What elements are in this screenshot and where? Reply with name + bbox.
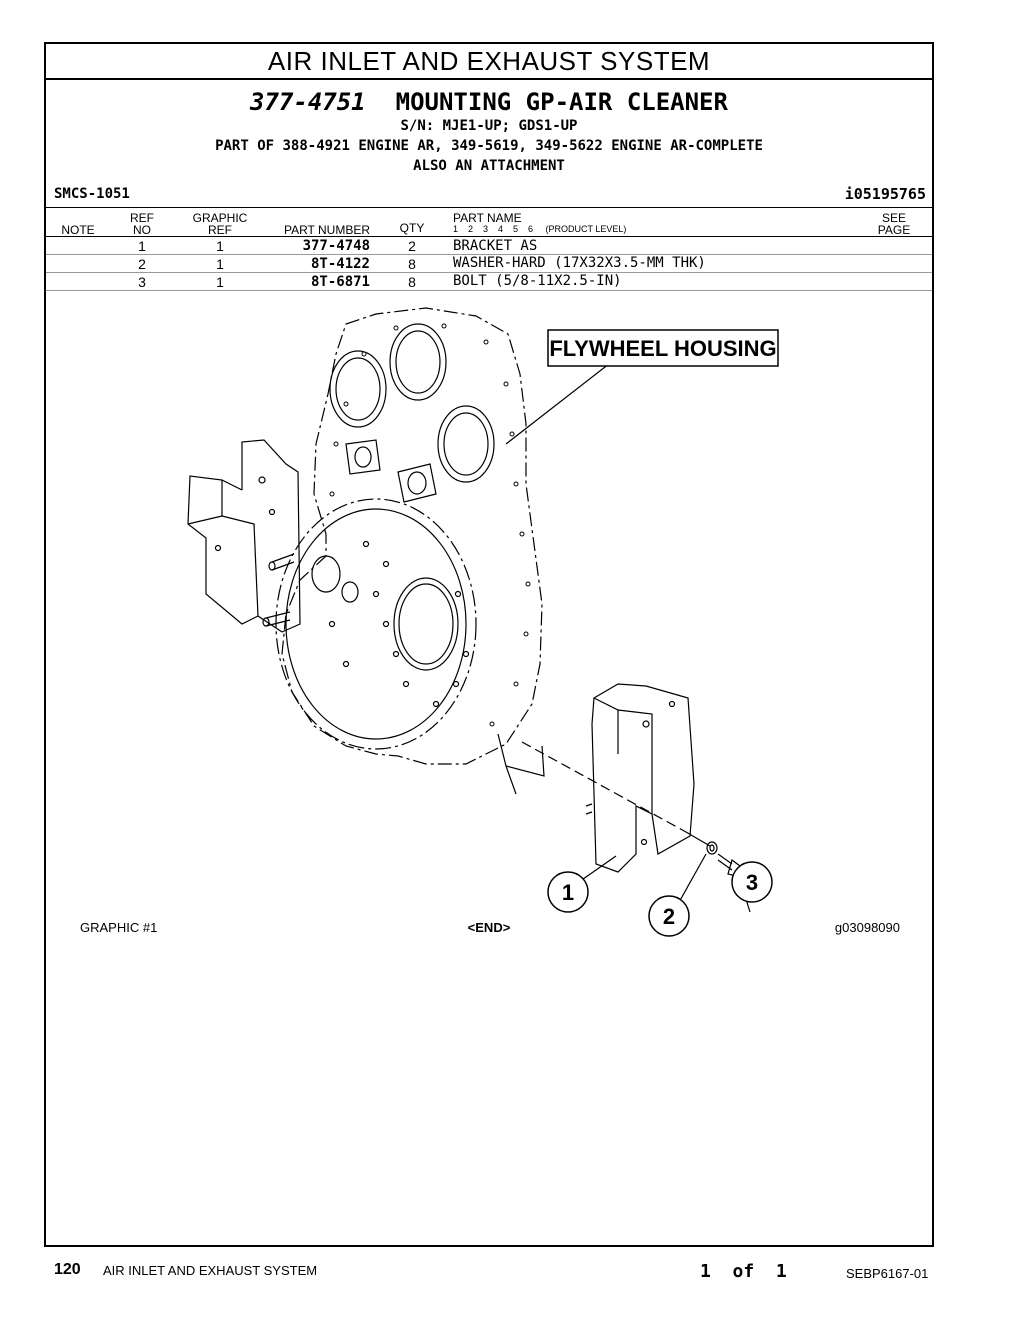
balloon-2: 2 [648,895,690,937]
assembly-line [521,741,687,833]
section-title: AIR INLET AND EXHAUST SYSTEM [46,44,932,80]
row1-qty: 2 [408,238,416,254]
col-see-bottom: PAGE [877,223,911,237]
row2-name: WASHER-HARD (17X32X3.5-MM THK) [453,255,706,271]
port-upper-right [389,323,447,401]
row2-rule [46,272,932,273]
col-qty: QTY [399,221,425,235]
port-upper-left [329,350,387,428]
col-part-number: PART NUMBER [283,223,370,237]
parts-diagram: FLYWHEEL HOUSING 1 2 [187,307,779,937]
flywheel-bore-ring [275,498,477,750]
header-rule [46,236,932,237]
end-marker: <END> [467,920,511,935]
group-name: MOUNTING GP-AIR CLEANER [395,88,728,116]
attachment-line: ALSO AN ATTACHMENT [413,158,565,174]
row2-part-number: 8T-4122 [310,256,370,272]
page-number: 120 [54,1261,81,1278]
port-right [437,405,495,483]
page-of: 1 of 1 [700,1261,787,1282]
illustration-id: i05195765 [844,185,926,203]
col-see-top: SEE [881,211,906,225]
col-see-page: SEE PAGE [872,212,916,236]
col-product-levels: 1 2 3 4 5 6 (PRODUCT LEVEL) [453,224,627,234]
row3-part-number: 8T-6871 [310,274,370,290]
graphic-label: GRAPHIC #1 [80,920,158,935]
page-frame: AIR INLET AND EXHAUST SYSTEM 377-4751 MOU… [44,42,934,1247]
row3-qty: 8 [408,274,416,290]
balloon-3-label: 3 [746,870,758,895]
row1-ref: 1 [138,238,146,254]
group-part-number: 377-4751 [250,88,366,116]
row2-graphic: 1 [216,256,224,272]
footer-section: AIR INLET AND EXHAUST SYSTEM [103,1263,318,1278]
right-bracket [591,683,695,873]
balloon-3: 3 [731,861,773,903]
row1-rule [46,254,932,255]
graphic-id: g03098090 [834,920,900,935]
balloon-1-label: 1 [562,880,574,905]
row3-graphic: 1 [216,274,224,290]
balloon-1: 1 [547,871,589,913]
row3-ref: 3 [138,274,146,290]
serial-range: S/N: MJE1-UP; GDS1-UP [400,118,578,134]
row3-name: BOLT (5/8-11X2.5-IN) [453,273,622,289]
flywheel-bore [393,577,459,671]
flywheel-housing-outline [281,307,543,765]
doc-number: SEBP6167-01 [846,1266,929,1281]
col-graphic-bottom: REF [208,223,232,237]
flywheel-housing-label: FLYWHEEL HOUSING [549,336,776,361]
row1-graphic: 1 [216,238,224,254]
col-part-name: PART NAME [453,211,522,225]
row1-part-number: 377-4748 [302,238,370,254]
row1-name: BRACKET AS [453,238,538,254]
row3-rule [46,290,932,291]
left-bracket [187,439,301,633]
table-top-rule [46,207,932,208]
washer [706,841,718,855]
part-of-line: PART OF 388-4921 ENGINE AR, 349-5619, 34… [215,138,763,154]
group-title: 377-4751 MOUNTING GP-AIR CLEANER [46,88,932,116]
row2-qty: 8 [408,256,416,272]
col-ref-bottom: NO [133,223,151,237]
col-ref: REF NO [124,212,160,236]
col-graphic-top: GRAPHIC [192,211,248,225]
smcs-code: SMCS-1051 [54,186,130,202]
balloon-2-label: 2 [663,904,675,929]
col-graphic-ref: GRAPHIC REF [186,212,254,236]
col-note: NOTE [61,223,95,237]
col-ref-top: REF [130,211,154,225]
row2-ref: 2 [138,256,146,272]
